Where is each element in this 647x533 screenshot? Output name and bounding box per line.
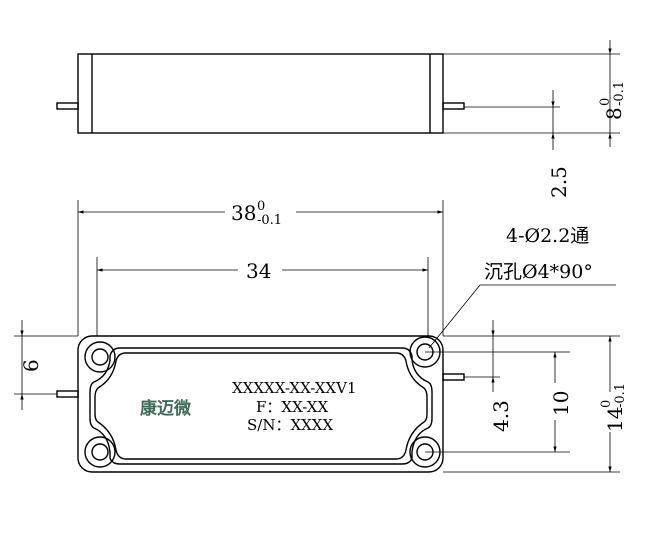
- brand-logo-text: 康迈微: [140, 398, 192, 419]
- serial-number: S/N：XXXX: [247, 416, 333, 434]
- top-body-inner-pocket: [89, 347, 433, 465]
- side-view: [56, 40, 620, 150]
- hole-note-line1: 4-Ø2.2通: [506, 225, 589, 247]
- side-pin-right: [442, 102, 465, 110]
- left-pin-value: 6: [19, 359, 43, 372]
- side-height-upper-tol: 0: [598, 98, 613, 106]
- side-height-value: 8: [602, 107, 626, 120]
- top-pin-right: [442, 373, 465, 381]
- length-value: 38: [231, 201, 256, 225]
- top-pin-left: [56, 390, 79, 398]
- hole-note-line2: 沉孔Ø4*90°: [484, 261, 593, 283]
- width-lower-tol: -0.1: [613, 383, 628, 408]
- hole-vspacing-value: 10: [549, 391, 573, 416]
- side-pin-left: [56, 102, 79, 110]
- top-body-outer: [77, 335, 444, 473]
- top-body-inner-pocket-2: [94, 352, 428, 460]
- frequency-text: F：XX-XX: [256, 398, 328, 416]
- hole-bottom-left: [84, 436, 116, 468]
- side-body: [77, 53, 444, 134]
- pin-offset-value: 4.3: [489, 400, 513, 432]
- top-view: [14, 200, 620, 473]
- length-lower-tol: -0.1: [257, 213, 282, 228]
- width-upper-tol: 0: [599, 400, 614, 408]
- length-dim-text: 38 0 -0.1: [231, 199, 282, 228]
- side-pin-value: 2.5: [547, 166, 571, 198]
- model-number: XXXXX-XX-XXV1: [232, 379, 356, 397]
- hole-spacing-value: 34: [246, 259, 271, 283]
- length-upper-tol: 0: [257, 199, 265, 214]
- width-value: 14: [603, 407, 627, 432]
- hole-top-left: [84, 341, 116, 373]
- hole-note-leader: [428, 284, 481, 349]
- side-height-lower-tol: -0.1: [612, 81, 627, 106]
